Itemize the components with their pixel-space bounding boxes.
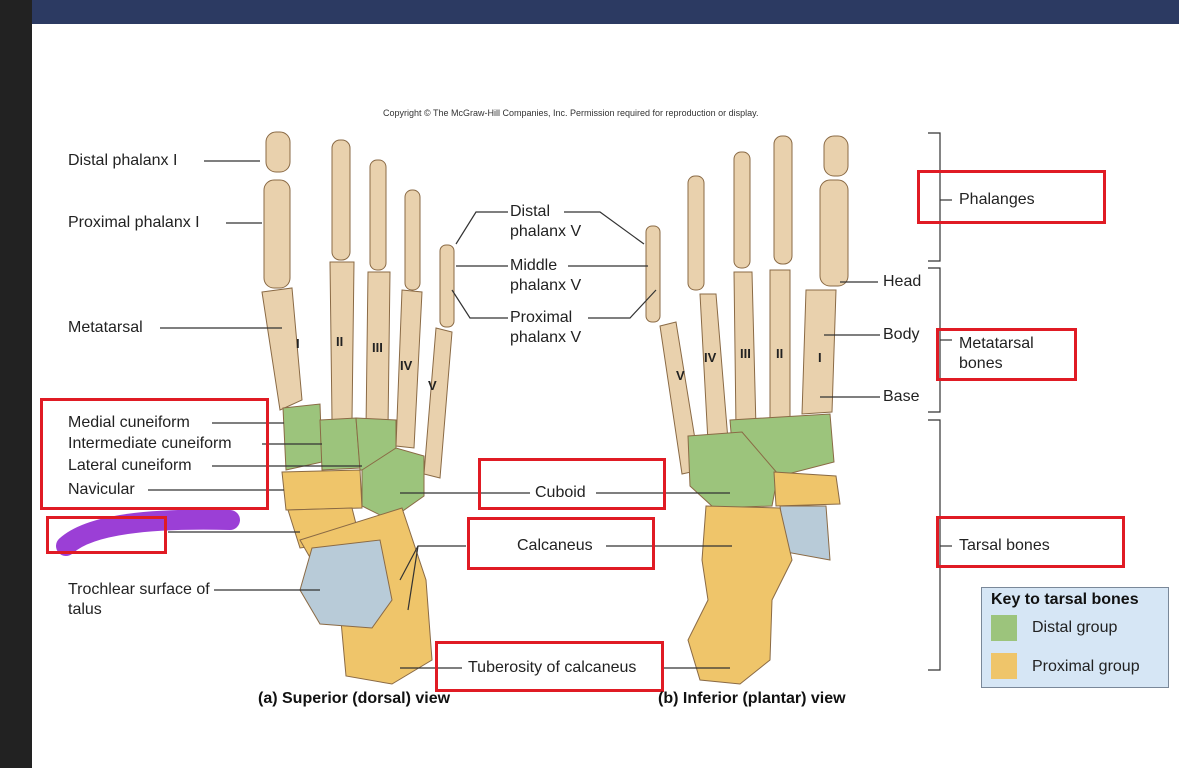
label-calcaneus: Calcaneus (517, 537, 593, 554)
metatarsal-bone (801, 289, 837, 415)
navicular (281, 469, 363, 511)
phalanx (331, 139, 351, 261)
highlight-box-talus (46, 516, 167, 554)
distal-group-swatch (991, 615, 1017, 641)
highlight-box-calcaneus (467, 517, 655, 570)
phalanx (687, 175, 705, 291)
metatarsal-bone (261, 287, 303, 411)
roman-numeral-iv: IV (704, 350, 717, 365)
roman-numeral-ii: II (336, 334, 343, 349)
metatarsal-bone (699, 293, 729, 443)
label-proximal-phalanx-i: Proximal phalanx I (68, 214, 200, 231)
label-base: Base (883, 388, 920, 405)
caption-dorsal-view: (a) Superior (dorsal) view (258, 690, 451, 707)
copyright-notice: Copyright © The McGraw-Hill Companies, I… (383, 108, 759, 118)
roman-numerals-plantar: V IV III II I (676, 346, 822, 383)
navicular-plantar (773, 471, 841, 507)
roman-numeral-iii: III (740, 346, 751, 361)
phalanx (404, 189, 421, 291)
highlight-box-tuberosity (435, 641, 664, 692)
roman-numerals-dorsal: I II III IV V (296, 334, 437, 393)
label-phalanges: Phalanges (959, 191, 1035, 208)
label-distal-phalanx-i: Distal phalanx I (68, 152, 178, 169)
left-dark-strip (0, 0, 32, 768)
phalanx (823, 135, 849, 177)
highlight-box-cuboid (478, 458, 666, 510)
dorsal-foot-illustration (261, 131, 455, 685)
label-body: Body (883, 326, 920, 343)
roman-numeral-i: I (818, 350, 822, 365)
phalanx (645, 225, 661, 323)
label-tarsal-bones: Tarsal bones (959, 537, 1050, 554)
leader-lines (148, 132, 952, 671)
highlight-box-metatarsal-bones (936, 328, 1077, 381)
label-trochlear-surface: Trochlear surface of talus (68, 581, 210, 618)
phalanx (263, 179, 291, 289)
anatomy-illustration: I II III IV V V IV III II I (56, 131, 952, 685)
roman-numeral-ii: II (776, 346, 783, 361)
roman-numeral-v: V (428, 378, 437, 393)
key-distal-label: Distal group (1032, 619, 1118, 636)
label-cuboid: Cuboid (535, 484, 586, 501)
intermediate-cuneiform (319, 417, 361, 471)
label-tuberosity-of-calcaneus: Tuberosity of calcaneus (468, 659, 637, 676)
label-distal-phalanx-v: Distal phalanx V (510, 203, 582, 240)
roman-numeral-i: I (296, 336, 300, 351)
caption-plantar-view: (b) Inferior (plantar) view (658, 690, 846, 707)
label-medial-cuneiform: Medial cuneiform (68, 414, 190, 431)
highlight-box-tarsal-bones (936, 516, 1125, 568)
tarsal-key-legend: Key to tarsal bones Distal group Proxima… (981, 587, 1169, 688)
roman-numeral-iv: IV (400, 358, 413, 373)
label-intermediate-cuneiform: Intermediate cuneiform (68, 435, 232, 452)
slide-canvas: I II III IV V V IV III II I (32, 24, 1179, 768)
roman-numeral-v: V (676, 368, 685, 383)
phalanx (265, 131, 291, 173)
slide-top-bar (32, 0, 1179, 24)
proximal-group-swatch (991, 653, 1017, 679)
highlight-box-phalanges (917, 170, 1106, 224)
label-metatarsal-bones: Metatarsal bones (959, 335, 1034, 372)
label-middle-phalanx-v: Middle phalanx V (510, 257, 582, 294)
metatarsal-bone (395, 289, 423, 449)
label-proximal-phalanx-v: Proximal phalanx V (510, 309, 582, 346)
purple-scribble (56, 509, 240, 556)
phalanx (733, 151, 751, 269)
highlight-box-cuneiform-group (40, 398, 269, 510)
label-head: Head (883, 273, 922, 290)
cuboid-plantar (687, 431, 779, 509)
label-metatarsal: Metatarsal (68, 319, 143, 336)
phalanx (439, 244, 455, 328)
trochlear-surface (299, 539, 393, 629)
key-proximal-label: Proximal group (1032, 658, 1140, 675)
roman-numeral-iii: III (372, 340, 383, 355)
key-title: Key to tarsal bones (991, 591, 1139, 608)
label-navicular: Navicular (68, 481, 135, 498)
phalanx (773, 135, 793, 265)
calcaneus-plantar (687, 505, 793, 685)
phalanx (819, 179, 849, 287)
medial-cuneiform (282, 403, 323, 471)
phalanx (369, 159, 387, 271)
plantar-foot-illustration (645, 135, 849, 685)
metatarsal-bone (423, 327, 453, 479)
label-lateral-cuneiform: Lateral cuneiform (68, 457, 192, 474)
